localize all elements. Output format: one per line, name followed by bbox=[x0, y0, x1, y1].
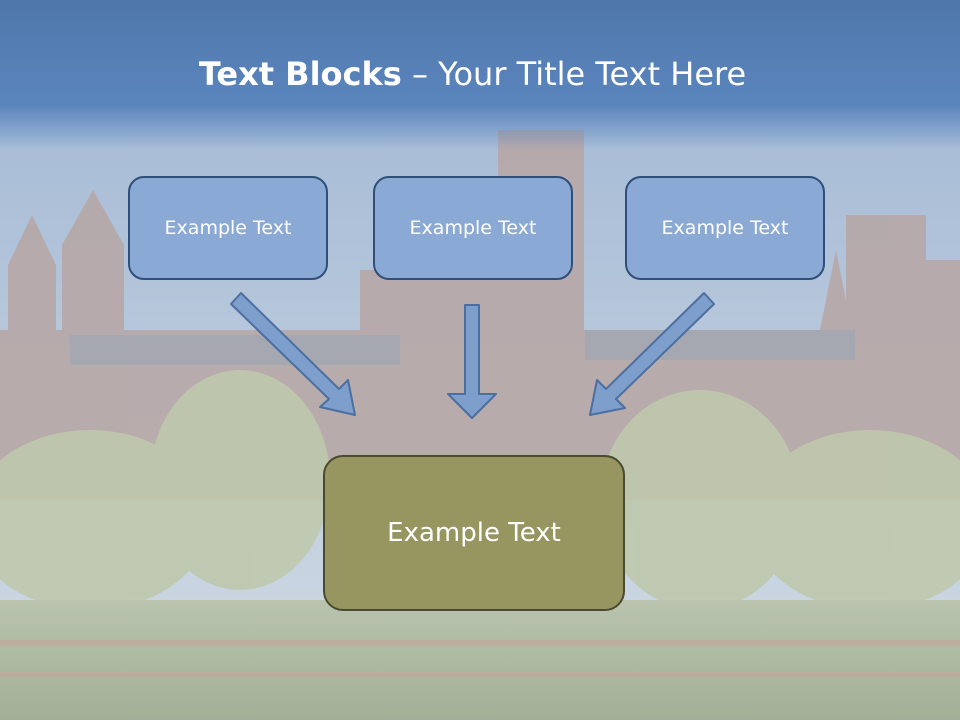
text-block-1: Example Text bbox=[128, 176, 328, 280]
arrow-right bbox=[589, 292, 715, 416]
arrow-center bbox=[447, 304, 497, 419]
result-block: Example Text bbox=[323, 455, 625, 611]
title-rest: – Your Title Text Here bbox=[401, 55, 747, 93]
title-bold: Text Blocks bbox=[198, 55, 402, 93]
text-block-2: Example Text bbox=[373, 176, 573, 280]
text-block-2-label: Example Text bbox=[409, 217, 537, 239]
slide-title: Text Blocks – Your Title Text Here bbox=[0, 52, 945, 96]
title-band bbox=[0, 0, 960, 150]
text-block-3-label: Example Text bbox=[661, 217, 789, 239]
text-block-1-label: Example Text bbox=[164, 217, 292, 239]
result-block-label: Example Text bbox=[387, 518, 561, 548]
text-block-3: Example Text bbox=[625, 176, 825, 280]
arrow-left bbox=[230, 292, 356, 416]
